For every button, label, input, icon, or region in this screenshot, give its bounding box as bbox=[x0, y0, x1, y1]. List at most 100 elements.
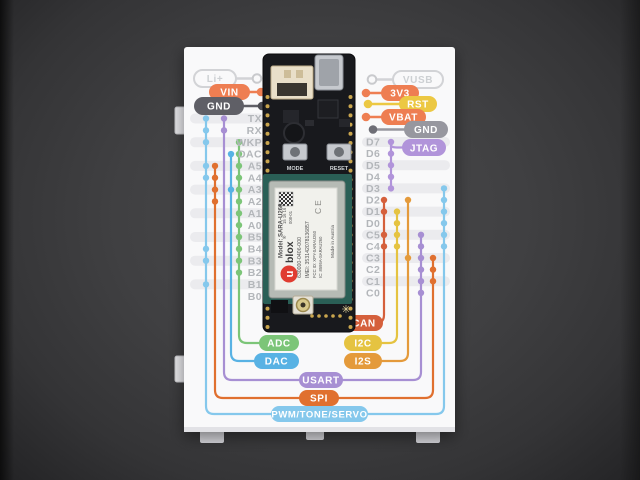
module-label-text: 15 16 16 008-01 u blox ® Model: SARA-U26… bbox=[278, 191, 336, 283]
bus-pin-dot bbox=[211, 186, 219, 193]
reset-button-label: RESET bbox=[330, 166, 349, 172]
power-pill-vusb bbox=[392, 70, 444, 89]
bus-pin-dot bbox=[417, 289, 425, 296]
jtag-pill-label: JTAG bbox=[410, 144, 438, 155]
registered-mark: ® bbox=[281, 235, 287, 239]
pin-label-a4: A4 bbox=[248, 172, 262, 184]
power-pill-label: Li+ bbox=[207, 74, 224, 85]
bus-line-left-adc bbox=[237, 141, 265, 345]
pin-row-bar bbox=[362, 183, 450, 194]
pin-label-a2: A2 bbox=[248, 196, 262, 208]
pin-row-bar bbox=[190, 184, 264, 195]
bus-pin-dot bbox=[235, 269, 243, 276]
bus-pin-dot bbox=[211, 174, 219, 181]
card-bottom-edge bbox=[184, 427, 455, 432]
ufl-center-pin bbox=[300, 302, 306, 308]
ic-chip bbox=[283, 110, 299, 123]
bus-pin-dot bbox=[440, 208, 448, 215]
ic-chip bbox=[305, 120, 314, 126]
pin-label-d0: D0 bbox=[366, 218, 380, 230]
bus-pin-dot bbox=[235, 198, 243, 205]
bus-pin-dot bbox=[380, 196, 388, 204]
bus-line-left-dac bbox=[229, 152, 260, 363]
bus-pin-dot bbox=[429, 266, 437, 273]
bus-pin-dot bbox=[235, 174, 243, 181]
legend-pill-label: ADC bbox=[267, 339, 290, 350]
legend-pill-pwm-tone-servo bbox=[271, 406, 368, 422]
bus-pin-dot bbox=[202, 174, 210, 181]
bus-pin-dot bbox=[220, 127, 228, 134]
pin-label-c1: C1 bbox=[366, 276, 380, 288]
ic-chip bbox=[317, 99, 339, 119]
pin-label-d6: D6 bbox=[366, 148, 380, 160]
bus-pin-dot bbox=[202, 245, 210, 253]
castellation-pad bbox=[331, 314, 335, 318]
module-origin: Made in Austria bbox=[330, 225, 336, 258]
module-model: Model: SARA-U260 bbox=[279, 203, 285, 258]
castellation-pad bbox=[265, 122, 270, 127]
castellation-pad bbox=[265, 113, 270, 118]
power-pill-vin bbox=[209, 84, 250, 100]
reset-button-cap bbox=[334, 147, 344, 157]
pin-row-bar bbox=[190, 208, 264, 219]
bus-pin-dot bbox=[417, 266, 425, 273]
pin-label-b2: B2 bbox=[248, 267, 262, 279]
pin-label-a3: A3 bbox=[248, 184, 262, 196]
pin-label-d1: D1 bbox=[366, 206, 380, 218]
jtag-elbow bbox=[389, 143, 404, 149]
bus-line-left-spi bbox=[213, 164, 305, 400]
power-pill-gnd bbox=[404, 121, 448, 138]
bus-pin-dot bbox=[380, 208, 388, 215]
bus-line-left-usart bbox=[222, 117, 305, 382]
power-pill-label: 3V3 bbox=[390, 89, 410, 100]
bus-line-right-i2s bbox=[376, 198, 410, 363]
module-rev: 008-01 bbox=[288, 210, 293, 224]
pin-label-rx: RX bbox=[247, 125, 262, 137]
power-pill-label: VIN bbox=[220, 88, 238, 99]
bus-pin-dot bbox=[220, 115, 228, 122]
ce-mark: CE bbox=[313, 198, 323, 214]
legend-pill-adc bbox=[259, 335, 299, 351]
legend-pill-usart bbox=[299, 372, 343, 388]
bus-pin-dot bbox=[387, 162, 395, 169]
pin-label-b4: B4 bbox=[248, 243, 262, 255]
legend-pill-label: CAN bbox=[352, 319, 375, 330]
pin-label-a1: A1 bbox=[248, 208, 262, 220]
bus-pin-dot bbox=[440, 185, 448, 192]
power-terminal-dot bbox=[368, 125, 378, 134]
bus-pin-dot bbox=[235, 221, 243, 229]
bus-pin-dot bbox=[393, 220, 401, 227]
castellation-pad bbox=[348, 168, 353, 173]
castellation-pad bbox=[265, 306, 270, 311]
bus-pin-dot bbox=[235, 233, 243, 241]
pin-label-d4: D4 bbox=[366, 171, 380, 183]
castellation-pad bbox=[348, 306, 353, 311]
module-date-code: 15 16 16 bbox=[282, 207, 287, 224]
bus-pin-dot bbox=[202, 162, 210, 170]
bus-pin-dot bbox=[387, 185, 395, 192]
power-pill-gnd bbox=[194, 97, 244, 115]
bus-pin-dot bbox=[235, 139, 243, 146]
module-imei: IMEI: 353142078136857 bbox=[305, 221, 311, 278]
pin-label-c3: C3 bbox=[366, 253, 380, 265]
bus-line-left-pwm-tone-servo bbox=[204, 117, 277, 416]
pin-label-a5: A5 bbox=[248, 161, 262, 173]
pin-label-wkp: WKP bbox=[236, 137, 262, 149]
bus-pin-dot bbox=[429, 254, 437, 262]
bus-pin-dot bbox=[417, 243, 425, 250]
datamatrix-code bbox=[278, 191, 294, 207]
bus-pin-dot bbox=[387, 150, 395, 157]
power-terminal-dot bbox=[363, 99, 373, 109]
bus-line-right-i2c bbox=[376, 210, 399, 345]
mode-button-cap bbox=[290, 147, 300, 157]
bus-pin-dot bbox=[417, 278, 425, 285]
micro-usb-opening bbox=[319, 59, 339, 86]
pin-label-b0: B0 bbox=[248, 291, 262, 303]
pin-label-d3: D3 bbox=[366, 183, 380, 195]
castellation-pad bbox=[348, 131, 353, 136]
castellation-pad bbox=[265, 141, 270, 145]
bus-pin-dot bbox=[202, 115, 210, 122]
pin-label-dac: DAC bbox=[238, 149, 262, 161]
